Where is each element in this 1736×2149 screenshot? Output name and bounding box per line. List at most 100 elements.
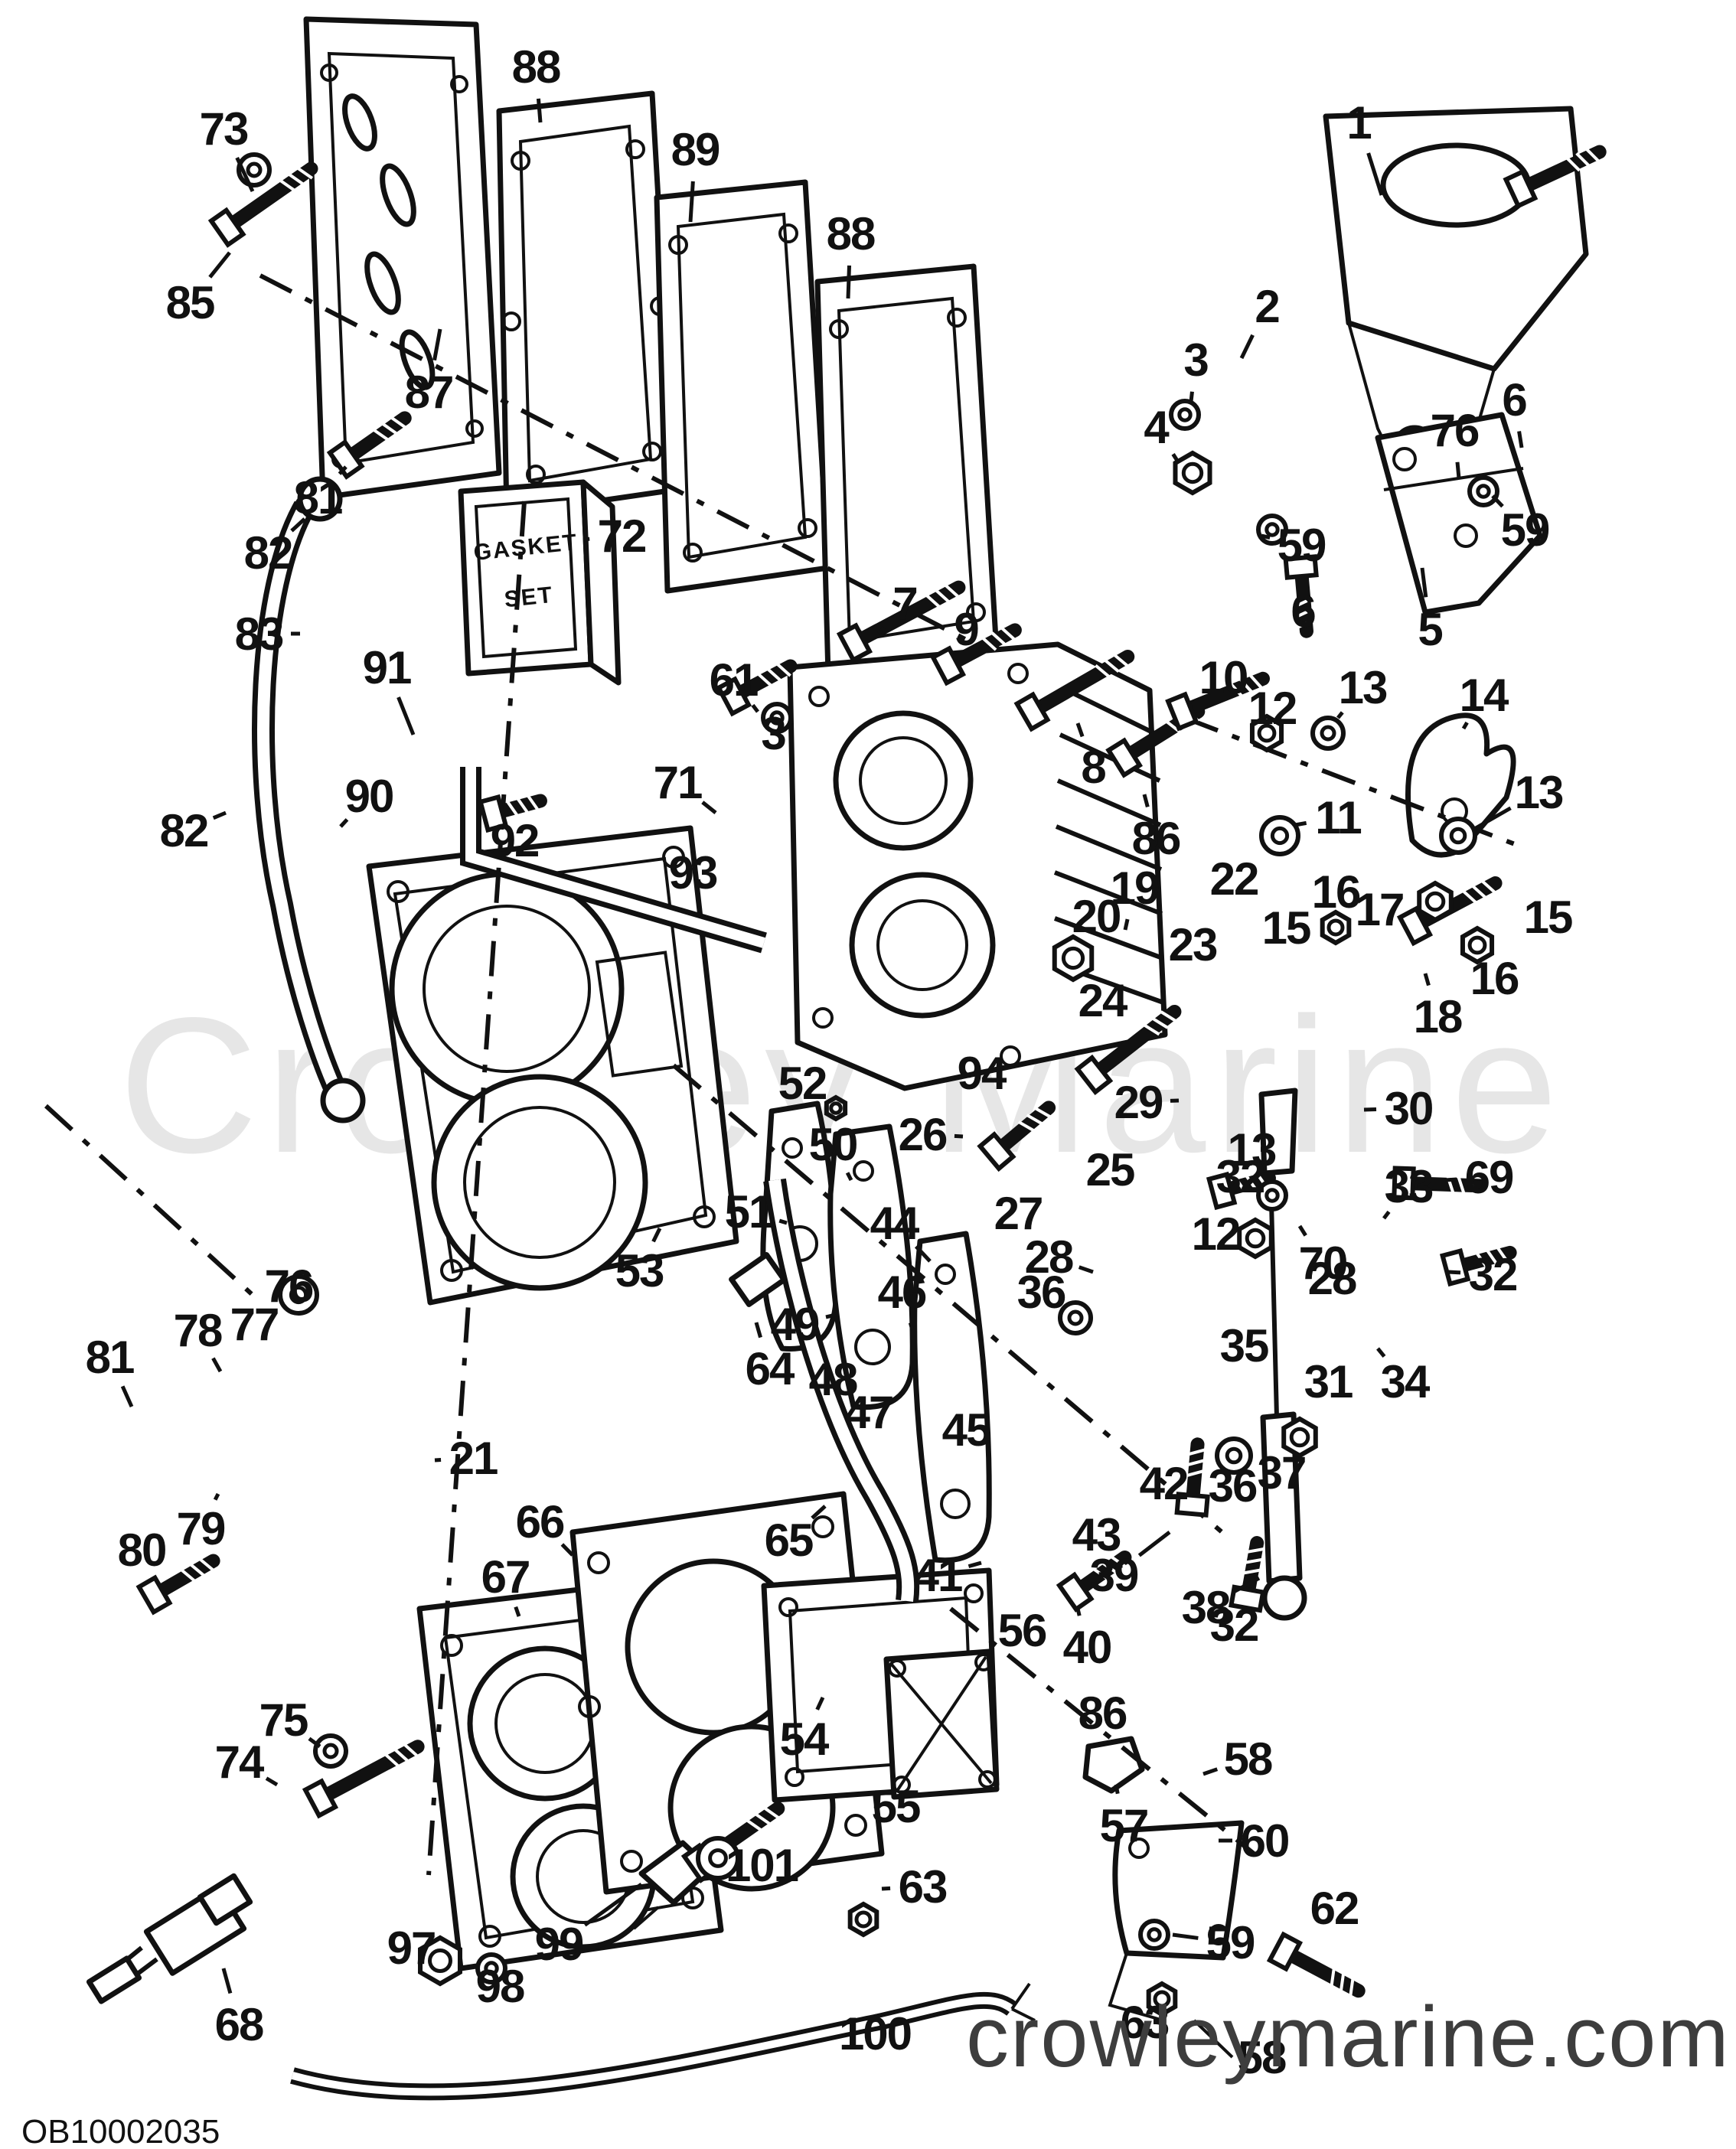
bolt-shape [207, 161, 318, 248]
part-label-89: 89 [671, 124, 720, 175]
part-label-14: 14 [1460, 670, 1509, 721]
bolt-shape [1074, 1004, 1182, 1096]
part-label-12: 12 [1192, 1208, 1240, 1260]
part-label-47: 47 [845, 1387, 893, 1438]
part-label-64: 64 [746, 1343, 795, 1394]
part-label-4: 4 [1144, 402, 1170, 453]
bolt-shape [929, 623, 1022, 686]
part-label-99: 99 [535, 1919, 583, 1970]
link-rod-shape [1258, 1088, 1307, 1621]
nut-shape [847, 1901, 879, 1938]
part-label-54: 54 [780, 1714, 830, 1765]
part-label-22: 22 [1210, 853, 1258, 905]
part-label-8: 8 [1081, 742, 1105, 793]
washer-shape [696, 1836, 740, 1880]
part-label-93: 93 [669, 847, 717, 898]
part-label-63: 63 [1121, 1997, 1169, 2048]
part-label-6: 6 [1291, 585, 1315, 637]
bolt-shape [135, 1554, 220, 1616]
washer-shape [1138, 1919, 1170, 1951]
part-label-16: 16 [1312, 866, 1360, 918]
part-label-32: 32 [1216, 1151, 1264, 1202]
bolt-shape [326, 411, 412, 480]
part-label-62: 62 [1310, 1883, 1359, 1934]
part-label-59: 59 [1206, 1917, 1255, 1968]
nut-shape [1460, 925, 1495, 965]
part-label-29: 29 [1114, 1077, 1163, 1128]
part-label-72: 72 [598, 510, 646, 562]
part-label-13: 13 [1228, 1124, 1276, 1176]
part-label-53: 53 [615, 1245, 664, 1296]
hose-65 [729, 1178, 920, 1603]
part-label-86: 86 [1132, 813, 1180, 864]
elbow-57-shape [1082, 1736, 1145, 1794]
part-label-39: 39 [1090, 1550, 1138, 1601]
part-label-63: 63 [899, 1861, 947, 1913]
bracket-5-shape [1375, 412, 1543, 615]
part-label-17: 17 [1356, 884, 1404, 935]
bolt-shape [1503, 145, 1607, 209]
bolt-shape [1266, 1931, 1366, 1998]
part-label-6: 6 [1502, 374, 1526, 426]
part-label-25: 25 [1086, 1144, 1134, 1195]
part-label-87: 87 [405, 367, 453, 418]
part-label-32: 32 [1210, 1600, 1258, 1651]
nut-shape [1146, 1981, 1178, 2017]
shift-levers-shape [760, 1101, 992, 1564]
part-label-41: 41 [914, 1550, 962, 1601]
check-valve-cover-shape [883, 1648, 1000, 1800]
part-label-77: 77 [230, 1299, 279, 1350]
part-label-13: 13 [1515, 767, 1563, 818]
part-label-86: 86 [1078, 1688, 1127, 1739]
gasket-box-text-2: SET [503, 582, 554, 613]
part-label-82: 82 [160, 805, 208, 856]
part-label-30: 30 [1385, 1083, 1433, 1134]
part-label-26: 26 [899, 1109, 947, 1160]
part-label-9: 9 [954, 604, 978, 655]
spark-plug-shape [86, 1873, 253, 2004]
part-label-2: 2 [1255, 281, 1278, 332]
part-label-1: 1 [1346, 97, 1371, 148]
part-label-81: 81 [294, 472, 342, 523]
washer-shape [1058, 1300, 1093, 1335]
washer-shape [1215, 1436, 1253, 1475]
watermark-bottom: crowleymarine.com [966, 1989, 1731, 2085]
part-label-98: 98 [476, 1961, 524, 2012]
part-label-60: 60 [1241, 1815, 1289, 1867]
part-label-67: 67 [481, 1551, 530, 1603]
document-code: OB10002035 [21, 2113, 220, 2149]
part-label-46: 46 [878, 1267, 926, 1318]
part-label-73: 73 [200, 103, 248, 155]
washer-shape [761, 702, 793, 734]
part-label-78: 78 [174, 1305, 222, 1356]
part-label-70: 70 [1299, 1238, 1347, 1289]
nut-shape [824, 1094, 848, 1122]
bolt-shape [1392, 1166, 1486, 1201]
part-label-20: 20 [1072, 891, 1121, 942]
part-label-94: 94 [958, 1048, 1007, 1099]
part-label-82: 82 [244, 527, 292, 579]
part-label-51: 51 [725, 1186, 773, 1238]
part-label-79: 79 [177, 1503, 225, 1554]
nut-shape [1281, 1416, 1318, 1459]
part-label-10: 10 [1199, 652, 1248, 703]
nut-shape [1320, 909, 1352, 946]
part-label-76: 76 [265, 1260, 313, 1312]
part-label-43: 43 [1072, 1509, 1121, 1560]
nut-shape [1173, 450, 1212, 496]
part-label-44: 44 [870, 1198, 920, 1249]
bolt-shape [1165, 671, 1270, 732]
washer-shape [1439, 817, 1477, 855]
gasket-88-shape [496, 90, 678, 517]
nut-shape [1052, 934, 1095, 983]
part-label-36: 36 [1017, 1267, 1065, 1318]
bolt-shape [1206, 1171, 1276, 1211]
ground-cable-100 [290, 1982, 1234, 2101]
bolt-shape [1439, 1245, 1517, 1287]
washer-shape [1310, 716, 1346, 751]
part-label-81: 81 [86, 1332, 134, 1383]
gasket-set-box-shape: GASKET SET [458, 479, 622, 686]
